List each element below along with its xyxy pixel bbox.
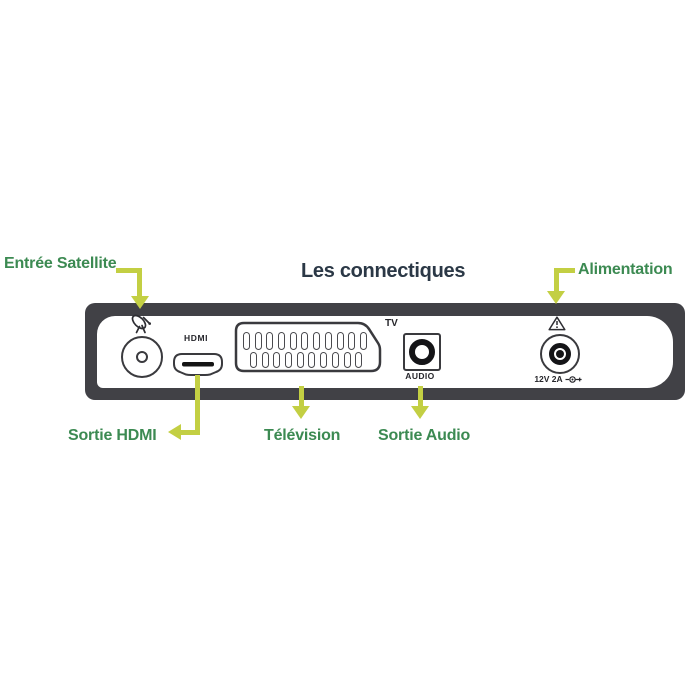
hdmi-port: [173, 353, 223, 376]
satellite-connector-pin: [136, 351, 148, 363]
scart-pin: [289, 332, 297, 350]
power-arrow-head: [547, 291, 565, 304]
scart-pin: [301, 332, 309, 350]
page-title: Les connectiques: [301, 260, 466, 282]
scart-pin: [320, 352, 328, 368]
warning-triangle-icon: [548, 316, 566, 331]
power-jack-ring: [549, 343, 571, 365]
label-sortie-hdmi: Sortie HDMI: [68, 427, 157, 444]
scart-pins-top: [243, 332, 367, 350]
satellite-input-connector: [121, 336, 163, 378]
scart-tv-label: TV: [385, 318, 398, 329]
satellite-arrow-head: [131, 296, 149, 309]
hdmi-arrow-stem-h: [181, 430, 200, 435]
television-arrow-head: [292, 406, 310, 419]
scart-pin: [313, 332, 321, 350]
audio-output-jack: [403, 333, 441, 371]
label-alimentation: Alimentation: [578, 261, 673, 278]
scart-pin: [324, 332, 332, 350]
power-rating-text: 12V 2A: [534, 374, 563, 384]
scart-pin: [285, 352, 293, 368]
power-rating-caption: 12V 2A: [523, 374, 593, 384]
satellite-dish-icon: [131, 314, 151, 334]
satellite-arrow-stem-h: [116, 268, 142, 273]
scart-pin: [243, 332, 250, 350]
power-input-jack: [540, 334, 580, 374]
scart-pin: [278, 332, 286, 350]
hdmi-port-label: HDMI: [184, 333, 209, 343]
scart-pin: [348, 332, 356, 350]
scart-pin: [254, 332, 262, 350]
scart-pin: [273, 352, 281, 368]
label-television: Télévision: [264, 427, 341, 444]
power-jack-pin: [556, 350, 564, 358]
hdmi-arrow-stem-v: [195, 375, 200, 432]
power-arrow-stem-h: [554, 268, 575, 273]
audio-jack-label: AUDIO: [405, 371, 435, 381]
scart-pin: [355, 352, 363, 368]
television-arrow-stem: [299, 386, 304, 407]
hdmi-arrow-head: [168, 424, 181, 440]
scart-pin: [343, 352, 351, 368]
audio-arrow-head: [411, 406, 429, 419]
scart-pin: [266, 332, 274, 350]
audio-jack-ring: [409, 339, 435, 365]
scart-pins-bottom: [250, 352, 363, 368]
scart-pin: [359, 332, 367, 350]
dc-polarity-icon: [565, 375, 582, 383]
scart-pin: [331, 352, 339, 368]
label-sortie-audio: Sortie Audio: [378, 427, 471, 444]
label-entree-satellite: Entrée Satellite: [4, 255, 117, 272]
scart-pin: [261, 352, 269, 368]
scart-pin: [296, 352, 304, 368]
scart-pin: [308, 352, 316, 368]
scart-pin: [250, 352, 257, 368]
scart-pin: [336, 332, 344, 350]
audio-arrow-stem: [418, 386, 423, 407]
power-arrow-stem-v: [554, 268, 559, 292]
satellite-arrow-stem-v: [137, 268, 142, 297]
